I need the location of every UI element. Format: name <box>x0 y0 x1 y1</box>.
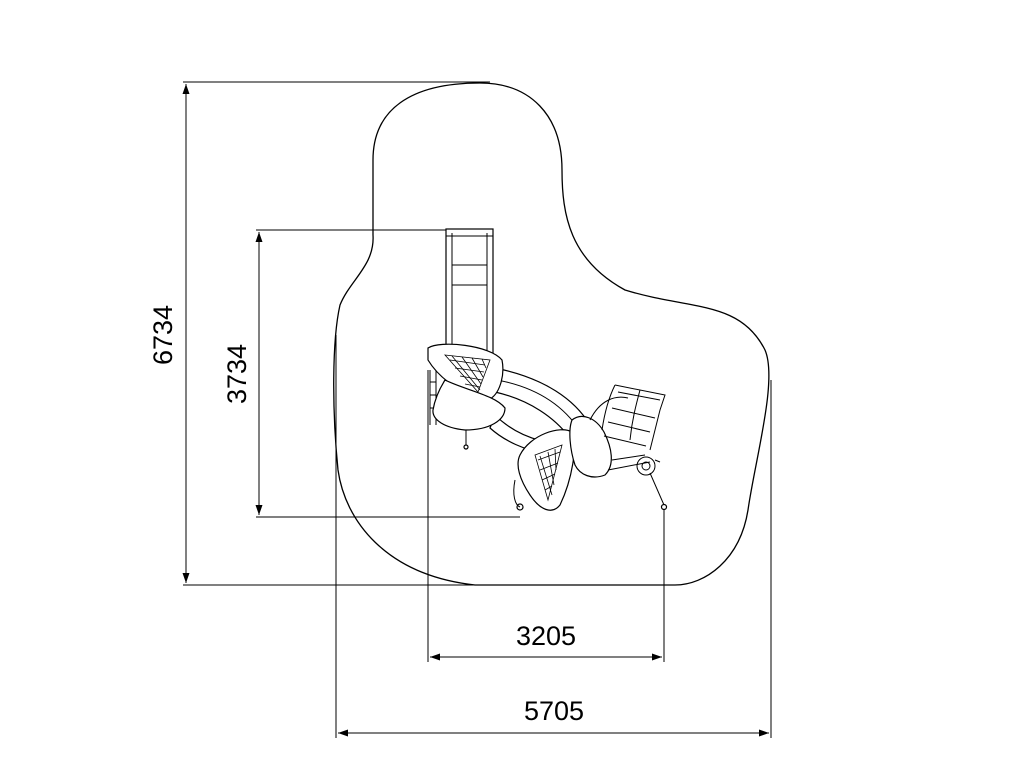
dimension-label-equipment-height: 3734 <box>222 344 252 404</box>
safety-zone-outline <box>333 82 770 586</box>
dimension-label-total-width: 5705 <box>524 696 584 726</box>
extension-lines <box>183 81 772 738</box>
dimension-label-total-height: 6734 <box>148 305 178 365</box>
playground-equipment <box>427 228 668 511</box>
net-panel-lower <box>513 415 612 511</box>
net-panel-upper <box>427 343 506 450</box>
spring-rider <box>636 456 668 511</box>
dimension-label-equipment-width: 3205 <box>516 621 576 651</box>
